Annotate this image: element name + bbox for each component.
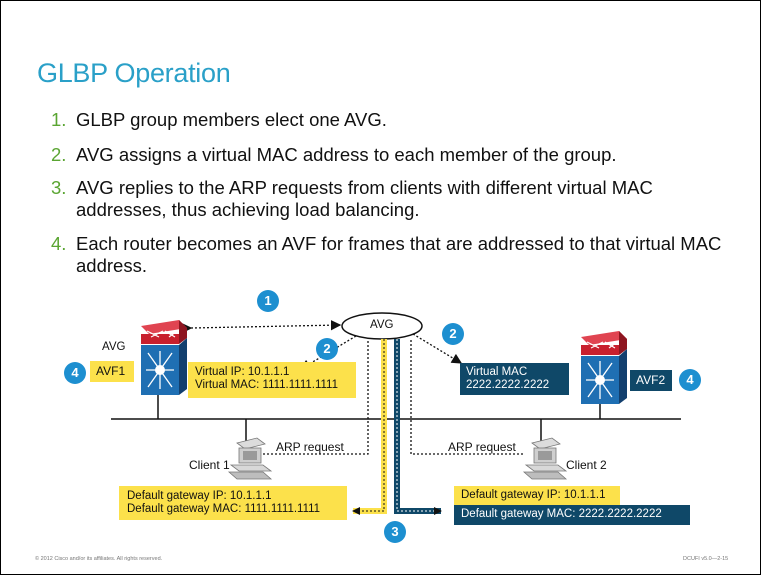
- step-badge-4-right: 4: [679, 369, 701, 391]
- arp-reply-path-client2: [394, 339, 441, 514]
- step-badge-2-right: 2: [442, 323, 464, 345]
- footer-course-code: DCUFI v5.0—2-15: [683, 556, 729, 562]
- client1-gateway-ip: Default gateway IP: 10.1.1.1: [127, 490, 272, 502]
- arp-reply-arrow-client2: [396, 339, 442, 515]
- router1-role-label: AVG: [102, 341, 126, 353]
- router-icon: [581, 331, 627, 404]
- step-badge-1: 1: [257, 290, 279, 312]
- step-text: Each router becomes an AVF for frames th…: [76, 233, 722, 276]
- slide-title: GLBP Operation: [37, 58, 231, 88]
- client-pc-icon: [227, 437, 273, 480]
- step-text: GLBP group members elect one AVG.: [76, 109, 387, 130]
- arp-path-client2: [410, 339, 523, 455]
- arp-reply-arrow-client1: [352, 339, 385, 515]
- arp-request-label-right: ARP request: [448, 440, 516, 454]
- client2-gateway-mac-box: Default gateway MAC: 2222.2222.2222: [454, 505, 690, 525]
- footer-copyright: © 2012 Cisco and/or its affiliates. All …: [35, 556, 163, 562]
- client1-label: Client 1: [189, 458, 230, 472]
- step-text: AVG assigns a virtual MAC address to eac…: [76, 144, 617, 165]
- avf2-label: AVF2: [630, 370, 672, 391]
- assign-arrow-right: [412, 333, 463, 364]
- avg-label: AVG: [370, 319, 394, 331]
- virtual-mac-line: Virtual MAC: 1111.1111.1111: [195, 379, 338, 391]
- step-number: 2.: [51, 144, 67, 165]
- step-text: AVG replies to the ARP requests from cli…: [76, 177, 653, 220]
- client-pc-icon: [522, 437, 568, 480]
- router-icon: [141, 320, 187, 395]
- virtual-mac-value: 2222.2222.2222: [466, 379, 550, 391]
- virtual-ip-box: Virtual IP: 10.1.1.1 Virtual MAC: 1111.1…: [188, 362, 356, 398]
- virtual-mac-box: Virtual MAC 2222.2222.2222: [460, 363, 569, 395]
- client2-label: Client 2: [566, 458, 607, 472]
- step-badge-2-left: 2: [316, 338, 338, 360]
- avf1-label: AVF1: [90, 361, 134, 382]
- step-badge-3: 3: [384, 521, 406, 543]
- election-arrow: [181, 319, 342, 334]
- step-number: 4.: [51, 233, 67, 254]
- client2-gateway-ip-box: Default gateway IP: 10.1.1.1: [454, 486, 620, 505]
- arp-path-client1: [263, 339, 369, 455]
- step-badge-4-left: 4: [64, 362, 86, 384]
- step-number: 3.: [51, 177, 67, 198]
- client1-gateway-mac: Default gateway MAC: 1111.1111.1111: [127, 503, 321, 515]
- virtual-mac-title: Virtual MAC: [466, 366, 528, 378]
- step-number: 1.: [51, 109, 67, 130]
- virtual-ip-line: Virtual IP: 10.1.1.1: [195, 366, 290, 378]
- arp-request-label-left: ARP request: [276, 440, 344, 454]
- client1-gateway-box: Default gateway IP: 10.1.1.1 Default gat…: [119, 486, 347, 520]
